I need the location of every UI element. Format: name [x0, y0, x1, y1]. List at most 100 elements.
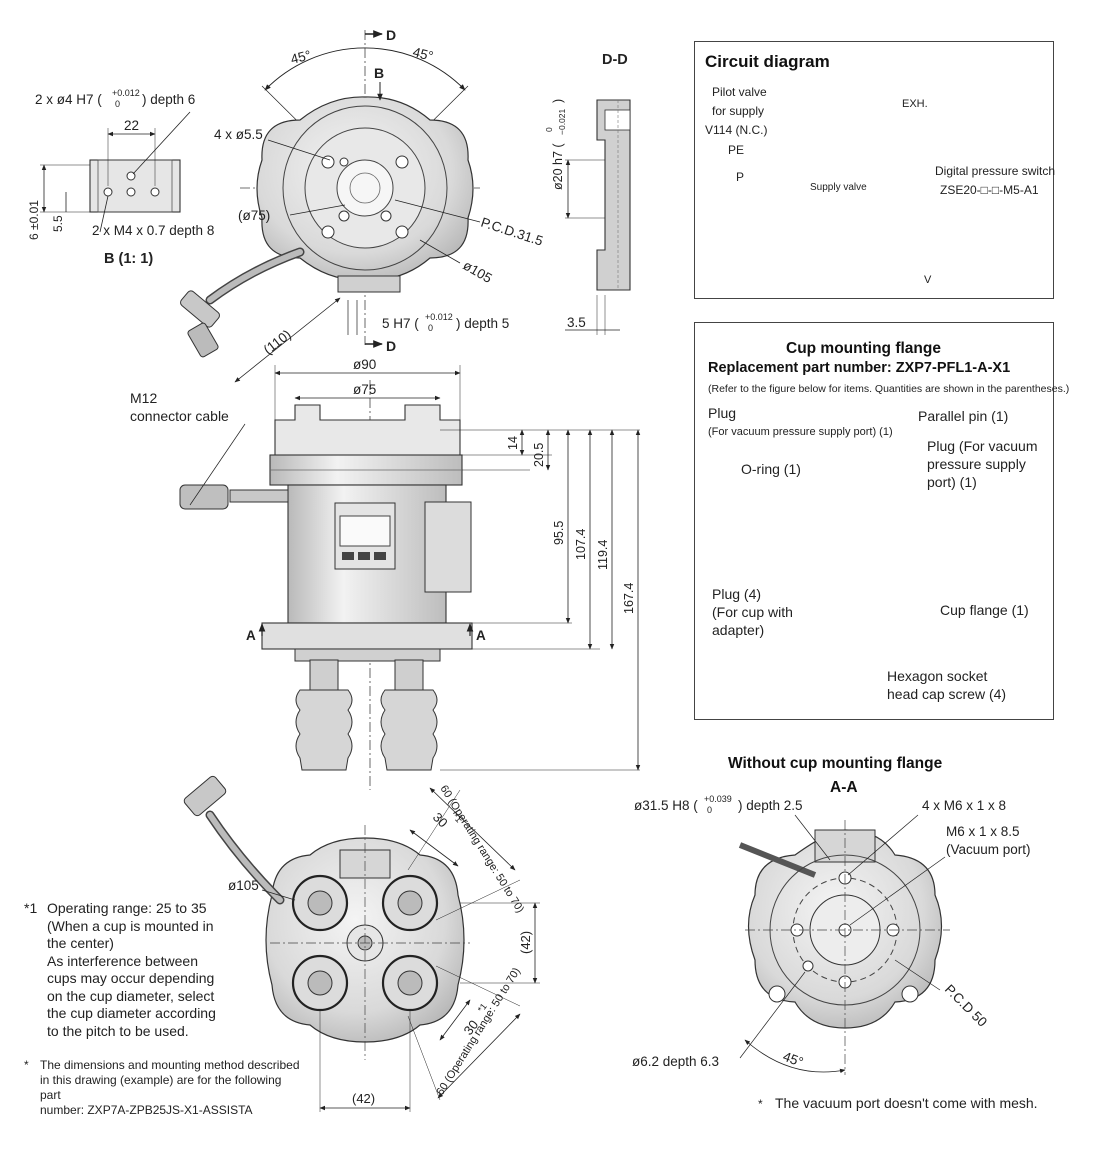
dia-105-bottom: ø105: [228, 878, 259, 893]
bore-tail: ) depth 2.5: [738, 798, 803, 813]
flange-box: [694, 322, 1054, 720]
pilot-valve-line2: for supply: [712, 104, 765, 118]
section-aa-title: A-A: [830, 779, 858, 796]
bottom-view: [183, 775, 540, 1112]
bore-tol-upper: +0.039: [704, 794, 732, 804]
pe-port: PE: [728, 143, 745, 157]
plug-cup-line2: (For cup with: [712, 604, 793, 620]
m12-line2: connector cable: [130, 408, 229, 424]
hex-screw-line1: Hexagon socket: [887, 668, 988, 684]
note1-body: Operating range: 25 to 35 (When a cup is…: [47, 900, 257, 1040]
note2-line: The dimensions and mounting method descr…: [40, 1058, 300, 1072]
note1-line: the center): [47, 935, 114, 951]
supply-valve-label: Supply valve: [810, 182, 867, 193]
dim-20-5: 20.5: [532, 443, 546, 467]
dim-22: 22: [124, 118, 139, 133]
note1-line: to the pitch to be used.: [47, 1022, 189, 1039]
without-flange-title: Without cup mounting flange: [728, 755, 943, 772]
section-a-right: A: [476, 628, 486, 643]
dim-42-horizontal: (42): [352, 1091, 375, 1106]
h7-tol-upper: +0.012: [425, 312, 453, 322]
top-angle-left: 45°: [289, 47, 312, 66]
pin-tol-upper: +0.012: [112, 88, 140, 98]
pcd-50: P.C.D 50: [942, 982, 990, 1030]
pilot-valve-line3: V114 (N.C.): [705, 123, 768, 137]
dia-20-upper: 0: [544, 127, 554, 132]
dim-167-4: 167.4: [622, 583, 636, 614]
m6-4x: 4 x M6 x 1 x 8: [922, 798, 1006, 813]
hex-screw-line2: head cap screw (4): [887, 686, 1007, 702]
note1-line: on the cup diameter, select: [47, 987, 215, 1004]
note1-line: Operating range: 25 to 35: [47, 900, 207, 916]
m6-vac-line1: M6 x 1 x 8.5: [946, 824, 1020, 839]
thread-note: 2 x M4 x 0.7 depth 8: [92, 223, 214, 238]
m6-vac-line2: (Vacuum port): [946, 842, 1031, 857]
view-b-marker: B: [374, 65, 384, 81]
dia-20: ø20 h7 (: [551, 143, 565, 190]
note1-line: the cup diameter according: [47, 1005, 216, 1021]
note1-line: cups may occur depending: [47, 970, 215, 986]
plug-vac-supply2-line1: Plug (For vacuum: [927, 438, 1038, 454]
h7-tail: ) depth 5: [456, 316, 509, 331]
pcd-31-5: P.C.D.31.5: [479, 215, 545, 249]
dia-6-2: ø6.2 depth 6.3: [632, 1054, 719, 1069]
vacuum-cup-left: [295, 659, 353, 771]
exh-label: EXH.: [902, 98, 928, 110]
detail-b-title: B (1: 1): [104, 251, 153, 267]
vacuum-cup-right: [380, 659, 438, 771]
h7-note: 5 H7 (: [382, 316, 419, 331]
holes-4x: 4 x ø5.5: [214, 127, 263, 142]
top-view: [180, 30, 481, 383]
plug-vac-supply-line1: Plug: [708, 405, 737, 421]
v-port: V: [924, 274, 932, 286]
dim-6: 6 ±0.01: [27, 200, 41, 240]
dim-119-4: 119.4: [596, 540, 610, 570]
circuit-title: Circuit diagram: [705, 52, 830, 71]
section-a-left: A: [246, 628, 256, 643]
note2-body: The dimensions and mounting method descr…: [40, 1058, 300, 1118]
plug-cup-line3: adapter): [712, 622, 765, 638]
note1-mark: *1: [24, 900, 38, 916]
dim-3-5: 3.5: [567, 315, 586, 330]
pin-tol-lower: 0: [115, 99, 120, 109]
detail-b: [40, 111, 191, 233]
switch-title: Digital pressure switch: [935, 164, 1056, 178]
p-port: P: [736, 170, 745, 184]
section-dd-title: D-D: [602, 52, 628, 68]
switch-part: ZSE20-□-□-M5-A1: [940, 183, 1039, 197]
cup-flange-label: Cup flange (1): [940, 602, 1029, 618]
section-d-top: D: [386, 27, 396, 43]
section-dd: [565, 99, 631, 335]
dia-90: ø90: [353, 357, 376, 372]
plug-vac-supply2-line3: port) (1): [927, 474, 977, 490]
dia-20-tail: ): [551, 99, 565, 103]
dia-20-lower: −0.021: [557, 108, 567, 135]
flange-replacement: Replacement part number: ZXP7-PFL1-A-X1: [708, 360, 1011, 376]
dia-105-top: ø105: [461, 258, 495, 286]
m12-line1: M12: [130, 390, 158, 406]
dia-75-top: (ø75): [238, 208, 270, 223]
mesh-mark: *: [758, 1097, 763, 1111]
dia-75-side: ø75: [353, 382, 376, 397]
parallel-pin: Parallel pin (1): [918, 408, 1009, 424]
circuit-diagram-box: [694, 41, 1054, 299]
note2-line: in this drawing (example) are for the fo…: [40, 1073, 282, 1102]
side-view: [179, 365, 641, 790]
top-angle-right: 45°: [411, 44, 434, 63]
pin-tail: ) depth 6: [142, 92, 195, 107]
pin-note: 2 x ø4 H7 (: [35, 92, 102, 107]
bore-note: ø31.5 H8 (: [634, 798, 698, 813]
dim-95-5: 95.5: [552, 521, 566, 545]
mesh-note: The vacuum port doesn't come with mesh.: [775, 1095, 1038, 1111]
section-d-bottom: D: [386, 338, 396, 354]
plug-vac-supply2-line2: pressure supply: [927, 456, 1026, 472]
flange-refer: (Refer to the figure below for items. Qu…: [708, 383, 1070, 395]
note2-mark: *: [24, 1058, 29, 1072]
plug-vac-supply-line2: (For vacuum pressure supply port) (1): [708, 426, 893, 438]
dim-107-4: 107.4: [574, 529, 588, 560]
oring-label: O-ring (1): [741, 461, 801, 477]
flange-title: Cup mounting flange: [786, 340, 941, 357]
dim-5-5: 5.5: [51, 215, 65, 232]
angle-45-aa: 45°: [781, 1049, 805, 1070]
note1-line: As interference between: [47, 952, 198, 969]
